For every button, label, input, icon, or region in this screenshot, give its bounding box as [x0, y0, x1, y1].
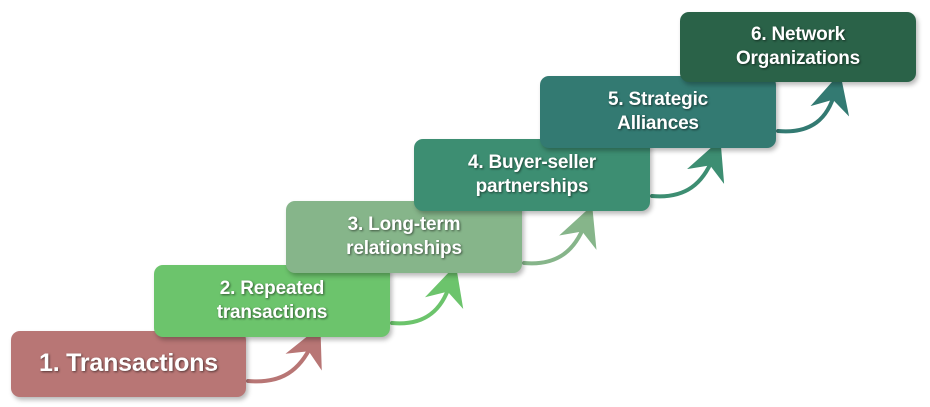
step-box-strategic-alliances: 5. Strategic Alliances: [540, 76, 776, 148]
arrow-1-to-2: [246, 325, 322, 384]
arrow-2-to-3: [390, 264, 464, 326]
step-label: 6. Network Organizations: [735, 24, 861, 69]
step-box-transactions: 1. Transactions: [11, 331, 246, 397]
arrow-3-to-4: [522, 205, 597, 266]
step-label: 1. Transactions: [38, 349, 219, 378]
arrow-4-to-5: [650, 139, 725, 199]
step-box-buyer-seller-partnerships: 4. Buyer-seller partnerships: [414, 139, 650, 211]
step-label: 4. Buyer-seller partnerships: [468, 152, 596, 197]
step-label: 3. Long-term relationships: [346, 214, 462, 259]
arrow-5-to-6: [776, 72, 850, 134]
step-box-long-term-relationships: 3. Long-term relationships: [286, 201, 522, 273]
step-label: 2. Repeated transactions: [216, 278, 328, 323]
step-box-network-organizations: 6. Network Organizations: [680, 12, 916, 82]
step-box-repeated-transactions: 2. Repeated transactions: [154, 265, 390, 337]
step-label: 5. Strategic Alliances: [607, 89, 709, 134]
